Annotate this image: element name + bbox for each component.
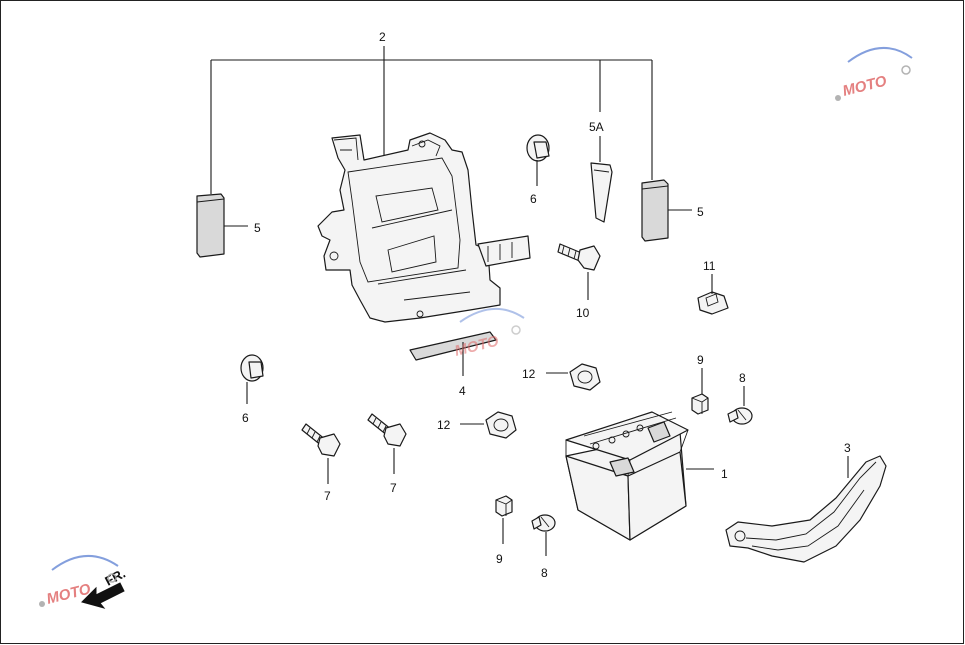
- part-5-pad-right: [641, 179, 669, 242]
- part-6-grommet-top: [526, 134, 550, 162]
- watermark-logo-center: MOTO: [453, 307, 525, 360]
- callout-4: 4: [459, 384, 466, 398]
- callout-10: 10: [576, 306, 590, 320]
- callout-7-left: 7: [324, 489, 331, 503]
- callout-9-top: 9: [697, 353, 704, 367]
- callout-6-top: 6: [530, 192, 537, 206]
- part-5-pad-left: [196, 193, 225, 258]
- watermark-logo-top-right: MOTO: [835, 46, 913, 101]
- part-7-bolt-right: [367, 413, 407, 447]
- part-12-nut-top: [569, 363, 601, 391]
- part-4-strip: [409, 331, 497, 361]
- part-12-nut-left: [485, 411, 517, 439]
- part-8-bolt-bottom: [531, 514, 556, 532]
- callout-bracket-2: [210, 46, 653, 194]
- part-7-bolt-left: [301, 423, 341, 457]
- part-5a-pad: [590, 162, 613, 223]
- watermark-brand-text-center: MOTO: [453, 332, 501, 359]
- watermark-brand-text: MOTO: [841, 72, 889, 99]
- callout-5-left: 5: [254, 221, 261, 235]
- callout-5-right: 5: [697, 205, 704, 219]
- callout-6-left: 6: [242, 411, 249, 425]
- callout-1: 1: [721, 467, 728, 481]
- part-1-battery: [565, 411, 689, 541]
- part-3-battery-strap: [725, 455, 887, 563]
- part-9-nut-bottom: [495, 495, 513, 517]
- callout-11: 11: [703, 259, 716, 273]
- part-8-bolt-top: [727, 407, 753, 425]
- watermark-brand-text-bottom: MOTO: [45, 580, 93, 607]
- callout-8-top: 8: [739, 371, 746, 385]
- callout-2: 2: [379, 30, 386, 44]
- part-6-grommet-left: [240, 354, 264, 382]
- callout-9-bottom: 9: [496, 552, 503, 566]
- part-9-nut-top: [691, 393, 709, 415]
- part-11-clip: [697, 291, 729, 315]
- part-2-ecu-holder: [317, 132, 531, 323]
- callout-12-left: 12: [437, 418, 451, 432]
- callout-8-bottom: 8: [541, 566, 548, 580]
- callout-5a: 5A: [589, 120, 604, 134]
- callout-3: 3: [844, 441, 851, 455]
- part-10-bolt: [557, 243, 601, 271]
- callout-7-right: 7: [390, 481, 397, 495]
- callout-12-top: 12: [522, 367, 536, 381]
